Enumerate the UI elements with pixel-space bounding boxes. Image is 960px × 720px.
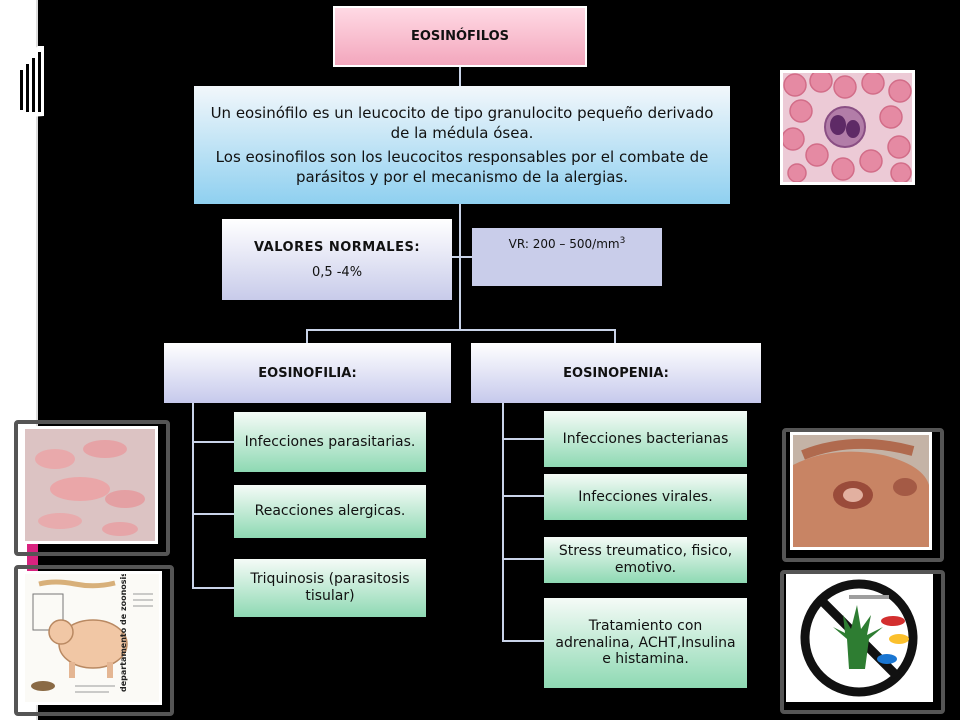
connector-line: [502, 403, 504, 641]
normal-values-title: VALORES NORMALES:: [253, 239, 421, 255]
blood-smear-image: [780, 70, 915, 185]
normal-values-box: VALORES NORMALES: 0,5 -4%: [222, 219, 452, 300]
reference-value-box: VR: 200 – 500/mm3: [472, 228, 662, 286]
connector-line: [459, 67, 461, 86]
connector-line: [192, 441, 234, 443]
eosinopenia-header: EOSINOPENIA:: [471, 343, 761, 403]
connector-line: [192, 403, 194, 587]
photo-frame: [14, 565, 174, 716]
eosinopenia-item: Infecciones virales.: [544, 474, 747, 520]
eosinofilia-header: EOSINOFILIA:: [164, 343, 451, 403]
reference-value-superscript: 3: [619, 236, 626, 246]
eosinofilia-title: EOSINOFILIA:: [258, 365, 357, 381]
eosinopenia-item: Tratamiento con adrenalina, ACHT,Insulin…: [544, 598, 747, 688]
definition-text-1: Un eosinófilo es un leucocito de tipo gr…: [210, 103, 714, 142]
connector-line: [502, 640, 544, 642]
connector-line: [502, 558, 544, 560]
eosinopenia-title: EOSINOPENIA:: [563, 365, 669, 381]
connector-line: [306, 329, 308, 343]
photo-frame: [782, 428, 944, 562]
normal-values-value: 0,5 -4%: [311, 264, 363, 280]
title-text: EOSINÓFILOS: [410, 29, 509, 44]
definition-text-2: Los eosinofilos son los leucocitos respo…: [215, 148, 709, 187]
connector-line: [452, 256, 472, 258]
eosinofilia-item-label: Infecciones parasitarias.: [244, 433, 416, 450]
reference-value-main: VR: 200 – 500/mm: [508, 237, 620, 251]
eosinofilia-item: Triquinosis (parasitosis tisular): [234, 559, 426, 617]
eosinopenia-item: Stress treumatico, fisico, emotivo.: [544, 537, 747, 583]
eosinofilia-item: Reacciones alergicas.: [234, 485, 426, 538]
connector-line: [502, 438, 544, 440]
no-drugs-sign-image: [786, 574, 933, 702]
connector-line: [614, 329, 616, 343]
urticaria-skin-image: [22, 426, 158, 544]
connector-line: [192, 587, 234, 589]
connector-line: [459, 204, 461, 330]
eosinofilia-item-label: Reacciones alergicas.: [254, 503, 406, 520]
eosinopenia-item-label: Tratamiento con adrenalina, ACHT,Insulin…: [555, 617, 736, 668]
hand-lesion-image: [790, 432, 932, 550]
definition-box: Un eosinófilo es un leucocito de tipo gr…: [194, 86, 730, 204]
eosinopenia-item-label: Infecciones bacterianas: [562, 430, 729, 447]
eosinopenia-item-label: Stress treumatico, fisico, emotivo.: [558, 543, 733, 576]
connector-line: [306, 329, 616, 331]
document-stack-icon: [16, 46, 44, 118]
pig-illustration-label: departamento de zoonosis: [119, 571, 128, 692]
connector-line: [502, 495, 544, 497]
reference-value-text: VR: 200 – 500/mm3: [509, 236, 626, 251]
photo-frame: [780, 570, 945, 714]
eosinofilia-item-label: Triquinosis (parasitosis tisular): [250, 571, 410, 604]
pig-zoonosis-illustration: departamento de zoonosis: [22, 571, 162, 705]
eosinofilia-item: Infecciones parasitarias.: [234, 412, 426, 472]
connector-line: [192, 513, 234, 515]
eosinopenia-item: Infecciones bacterianas: [544, 411, 747, 467]
title-box: EOSINÓFILOS: [333, 6, 587, 67]
sidebar-divider: [36, 0, 38, 720]
eosinopenia-item-label: Infecciones virales.: [578, 488, 713, 505]
photo-frame: [14, 420, 170, 556]
